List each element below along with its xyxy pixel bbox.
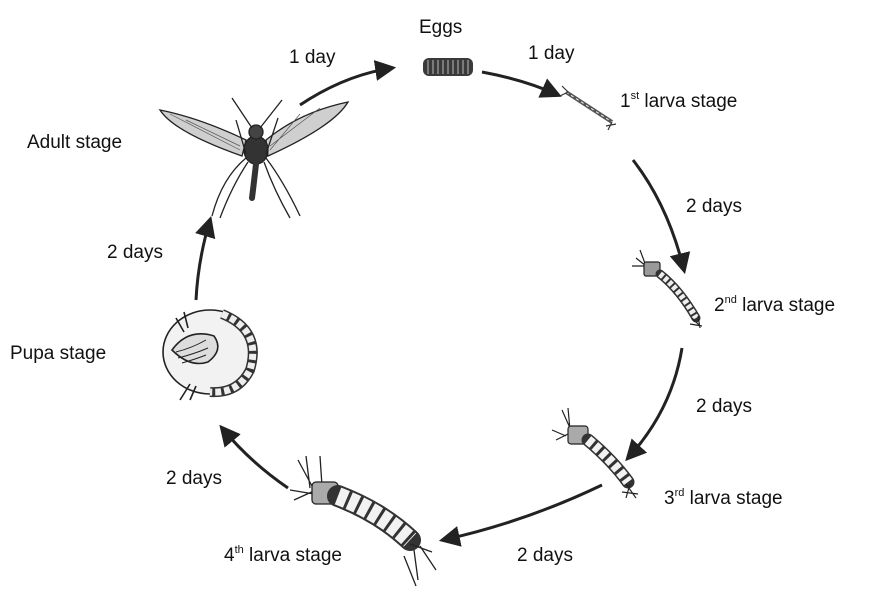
duration-larva4-to-pupa: 2 days	[166, 469, 222, 488]
arrow-eggs-to-larva1	[482, 72, 558, 95]
larva1-label: 1st larva stage	[620, 92, 737, 111]
eggs-illustration	[423, 58, 473, 76]
larva1-illustration	[560, 86, 616, 130]
duration-eggs-to-larva1: 1 day	[528, 44, 574, 63]
duration-pupa-to-adult: 2 days	[107, 243, 163, 262]
larva3-illustration	[552, 408, 638, 498]
larva2-label: 2nd larva stage	[714, 296, 835, 315]
arrow-adult-to-eggs	[300, 68, 392, 105]
duration-adult-to-eggs: 1 day	[289, 48, 335, 67]
arrow-larva3-to-larva4	[443, 485, 602, 540]
arrow-pupa-to-adult	[196, 220, 210, 300]
arrow-larva4-to-pupa	[222, 428, 288, 488]
pupa-illustration	[163, 310, 257, 400]
larva3-label: 3rd larva stage	[664, 489, 783, 508]
pupa-label: Pupa stage	[10, 344, 106, 363]
larva4-illustration	[290, 456, 436, 586]
duration-larva3-to-larva4: 2 days	[517, 546, 573, 565]
eggs-label: Eggs	[419, 18, 462, 37]
adult-label: Adult stage	[27, 133, 122, 152]
adult-mosquito-illustration	[160, 98, 348, 218]
arrow-larva1-to-larva2	[633, 160, 684, 270]
larva2-illustration	[632, 250, 702, 328]
arrow-larva2-to-larva3	[628, 348, 682, 458]
duration-larva2-to-larva3: 2 days	[696, 397, 752, 416]
duration-larva1-to-larva2: 2 days	[686, 197, 742, 216]
larva4-label: 4th larva stage	[224, 546, 342, 565]
